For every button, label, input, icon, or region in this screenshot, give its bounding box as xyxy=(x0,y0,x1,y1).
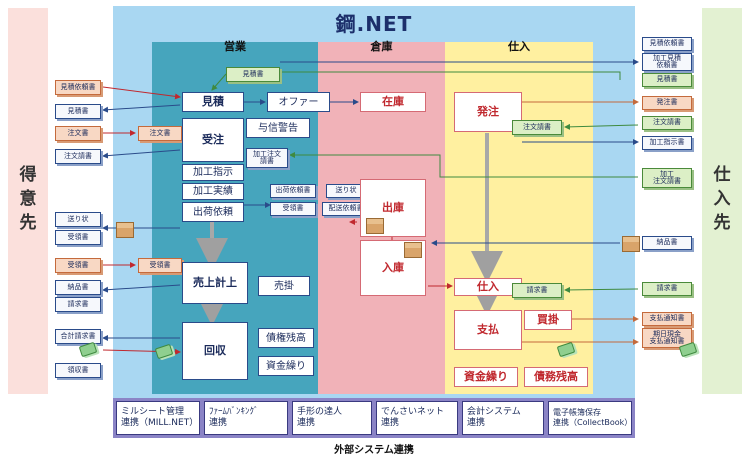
package-icon xyxy=(622,236,640,252)
package-icon xyxy=(116,222,134,238)
ext-collectbook: 電子帳簿保存 連携（CollectBook） xyxy=(548,401,632,435)
process-kaikake: 買掛 xyxy=(524,310,572,330)
process-shiire: 仕入 xyxy=(454,278,522,296)
process-kako-shiji: 加工指示 xyxy=(182,164,244,181)
process-offer: オファー xyxy=(267,92,330,112)
doc-chumon-mid: 注文書 xyxy=(138,126,182,141)
purchasing-header: 仕入 xyxy=(508,40,530,53)
doc-r-kako-chumon: 加工 注文請書 xyxy=(642,168,692,188)
supplier-label: 仕 入 先 xyxy=(713,165,731,233)
process-kako-jisseki: 加工実績 xyxy=(182,183,244,200)
process-yoshin: 与信警告 xyxy=(246,118,310,138)
process-mitsumori: 見積 xyxy=(182,92,244,112)
system-title: 鋼.NET xyxy=(335,12,413,36)
doc-nohin-left: 納品書 xyxy=(55,280,101,295)
footer-label: 外部システム連携 xyxy=(334,445,414,456)
doc-juryo-mid: 受領書 xyxy=(138,258,182,273)
doc-seikyu-left: 請求書 xyxy=(55,297,101,312)
doc-r-mitsumori-irai: 見積依頼書 xyxy=(642,37,692,51)
doc-mitsumori-irai: 見積依頼書 xyxy=(55,80,101,95)
doc-r-shiharai-tsuchi: 支払通知書 xyxy=(642,312,692,326)
doc-juryo-2: 受領書 xyxy=(270,202,316,216)
doc-okurijo: 送り状 xyxy=(55,212,101,227)
doc-r-mitsumorisho: 見積書 xyxy=(642,73,692,87)
process-urikake: 売掛 xyxy=(258,276,310,296)
process-kaishu: 回収 xyxy=(182,322,248,380)
doc-chumon-left: 注文書 xyxy=(55,126,101,141)
process-zaiko: 在庫 xyxy=(360,92,426,112)
ext-accounting: 会計システム 連携 xyxy=(462,401,544,435)
doc-mitsumorisho-top: 見積書 xyxy=(226,67,280,82)
doc-r-seikyu: 請求書 xyxy=(642,282,692,296)
ext-densai: でんさいネット 連携 xyxy=(376,401,458,435)
sales-header: 営業 xyxy=(224,40,246,53)
process-uriage: 売上計上 xyxy=(182,262,248,304)
process-shukka-irai: 出荷依頼 xyxy=(182,202,244,222)
process-shikin-guri-purchase: 資金繰り xyxy=(454,367,518,387)
doc-ryoshu: 領収書 xyxy=(55,363,101,378)
doc-r-hatchu: 発注書 xyxy=(642,96,692,110)
process-saimu: 債務残高 xyxy=(524,367,588,387)
customer-label: 得 意 先 xyxy=(19,165,37,233)
process-saiken: 債権残高 xyxy=(258,328,314,348)
doc-chumon-uke-left: 注文請書 xyxy=(55,149,101,164)
ext-firm-banking: ﾌｧｰﾑﾊﾞﾝｷﾝｸﾞ 連携 xyxy=(204,401,288,435)
supplier-panel: 仕 入 先 xyxy=(702,8,742,394)
package-icon xyxy=(366,218,384,234)
process-hatchu: 発注 xyxy=(454,92,522,132)
doc-kako-chumon: 加工注文 請書 xyxy=(246,148,288,168)
doc-shukka-irai-sho: 出荷依頼書 xyxy=(270,184,316,198)
customer-panel: 得 意 先 xyxy=(8,8,48,394)
doc-r-chumon-uke: 注文請書 xyxy=(642,116,692,130)
process-juchu: 受注 xyxy=(182,118,244,162)
doc-goukei-seikyu: 合計請求書 xyxy=(55,329,101,344)
doc-r-kako-shiji: 加工指示書 xyxy=(642,136,692,150)
doc-juryo-left: 受領書 xyxy=(55,230,101,245)
ext-mill-net: ミルシート管理 連携（MILL.NET） xyxy=(116,401,200,435)
doc-chumon-uke-mid: 注文請書 xyxy=(512,120,562,135)
doc-seikyu-mid: 請求書 xyxy=(512,283,562,298)
doc-mitsumorisho-left: 見積書 xyxy=(55,104,101,119)
warehouse-header: 倉庫 xyxy=(370,40,393,53)
doc-r-kijitsu: 期日現金 支払通知書 xyxy=(642,328,692,348)
doc-r-nohin: 納品書 xyxy=(642,236,692,250)
package-icon xyxy=(404,242,422,258)
doc-r-kako-mitsumori: 加工見積 依頼書 xyxy=(642,53,692,71)
process-shiharai: 支払 xyxy=(454,310,522,350)
doc-juryo-left-2: 受領書 xyxy=(55,258,101,273)
process-shikin-guri-sales: 資金繰り xyxy=(258,356,314,376)
ext-tegata: 手形の達人 連携 xyxy=(292,401,372,435)
